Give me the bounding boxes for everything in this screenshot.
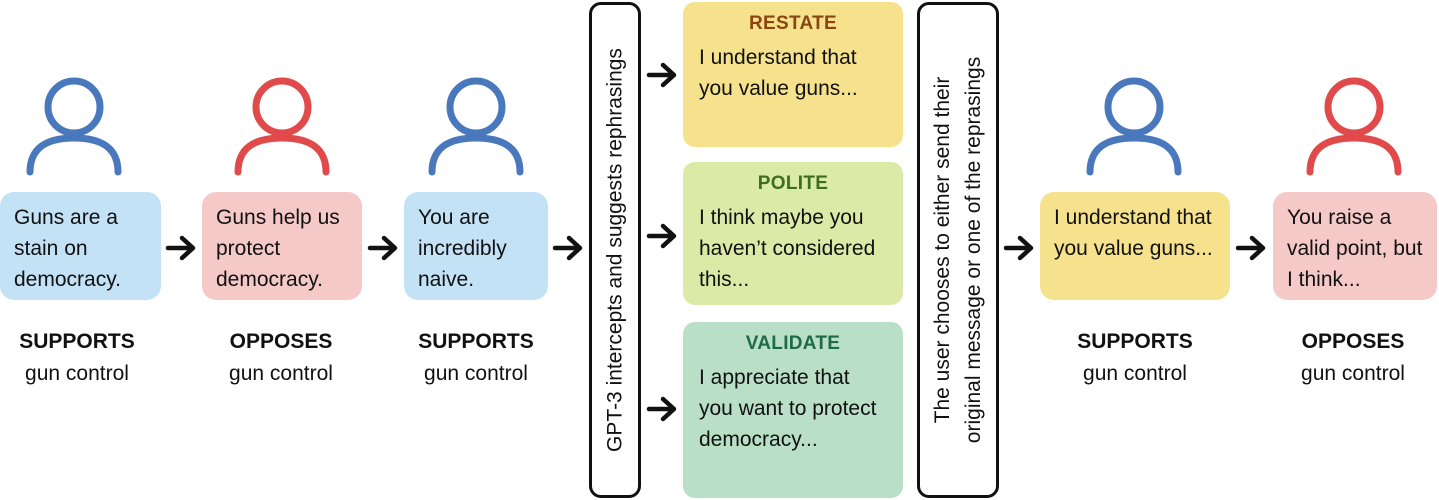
card-title: POLITE bbox=[757, 173, 829, 194]
stance-topic: gun control bbox=[229, 362, 333, 385]
stance-label: SUPPORTS gun control bbox=[0, 326, 162, 390]
person-icon-supporter bbox=[26, 77, 122, 176]
rephrasing-card-validate[interactable]: VALIDATE I appreciate that you want to p… bbox=[683, 322, 903, 498]
message-bubble-3: You are incredibly naive. bbox=[404, 192, 548, 300]
message-text: You are incredibly naive. bbox=[418, 206, 507, 291]
message-bubble-4: I understand that you value guns... bbox=[1040, 192, 1230, 300]
arrow-right-icon bbox=[646, 62, 677, 88]
person-icon-supporter bbox=[1086, 77, 1182, 176]
intercept-text: GPT-3 intercepts and suggests rephrasing… bbox=[603, 48, 627, 452]
person-icon-opposer bbox=[234, 77, 330, 176]
stance-role: OPPOSES bbox=[1301, 330, 1405, 353]
stance-topic: gun control bbox=[1301, 362, 1405, 385]
card-title: RESTATE bbox=[749, 13, 837, 34]
card-text: I appreciate that you want to protect de… bbox=[699, 366, 877, 451]
rephrasing-card-polite[interactable]: POLITE I think maybe you haven’t conside… bbox=[683, 162, 903, 305]
intercept-box: GPT-3 intercepts and suggests rephrasing… bbox=[589, 2, 641, 498]
stance-label: OPPOSES gun control bbox=[196, 326, 366, 390]
stance-role: OPPOSES bbox=[229, 330, 333, 353]
arrow-right-icon bbox=[367, 235, 398, 261]
message-text: Guns help us protect democracy. bbox=[216, 206, 340, 291]
message-text: Guns are a stain on democracy. bbox=[14, 206, 121, 291]
stance-role: SUPPORTS bbox=[1077, 330, 1193, 353]
card-text: I think maybe you haven’t considered thi… bbox=[699, 206, 876, 291]
choice-text-line: The user chooses to either send their bbox=[931, 76, 954, 424]
arrow-right-icon bbox=[552, 235, 583, 261]
choice-box: The user chooses to either send their or… bbox=[917, 2, 999, 498]
message-text: I understand that you value guns... bbox=[1054, 206, 1213, 260]
arrow-right-icon bbox=[646, 223, 677, 249]
stance-topic: gun control bbox=[25, 362, 129, 385]
arrow-right-icon bbox=[646, 396, 677, 422]
stance-label: SUPPORTS gun control bbox=[1050, 326, 1220, 390]
stance-topic: gun control bbox=[424, 362, 528, 385]
message-bubble-5: You raise a valid point, but I think... bbox=[1273, 192, 1437, 300]
stance-role: SUPPORTS bbox=[19, 330, 135, 353]
rephrasing-card-restate[interactable]: RESTATE I understand that you value guns… bbox=[683, 2, 903, 147]
stance-label: OPPOSES gun control bbox=[1268, 326, 1438, 390]
message-bubble-2: Guns help us protect democracy. bbox=[202, 192, 362, 300]
arrow-right-icon bbox=[1003, 235, 1034, 261]
arrow-right-icon bbox=[165, 235, 196, 261]
arrow-right-icon bbox=[1235, 235, 1266, 261]
stance-label: SUPPORTS gun control bbox=[391, 326, 561, 390]
choice-text-line: original message or one of the reprasing… bbox=[962, 56, 985, 444]
stance-topic: gun control bbox=[1083, 362, 1187, 385]
person-icon-supporter bbox=[428, 77, 524, 176]
person-icon-opposer bbox=[1306, 77, 1402, 176]
card-title: VALIDATE bbox=[745, 333, 841, 354]
card-text: I understand that you value guns... bbox=[699, 46, 858, 100]
message-text: You raise a valid point, but I think... bbox=[1287, 206, 1423, 291]
stance-role: SUPPORTS bbox=[418, 330, 534, 353]
message-bubble-1: Guns are a stain on democracy. bbox=[0, 192, 161, 300]
choice-text: The user chooses to either send their or… bbox=[927, 57, 989, 443]
